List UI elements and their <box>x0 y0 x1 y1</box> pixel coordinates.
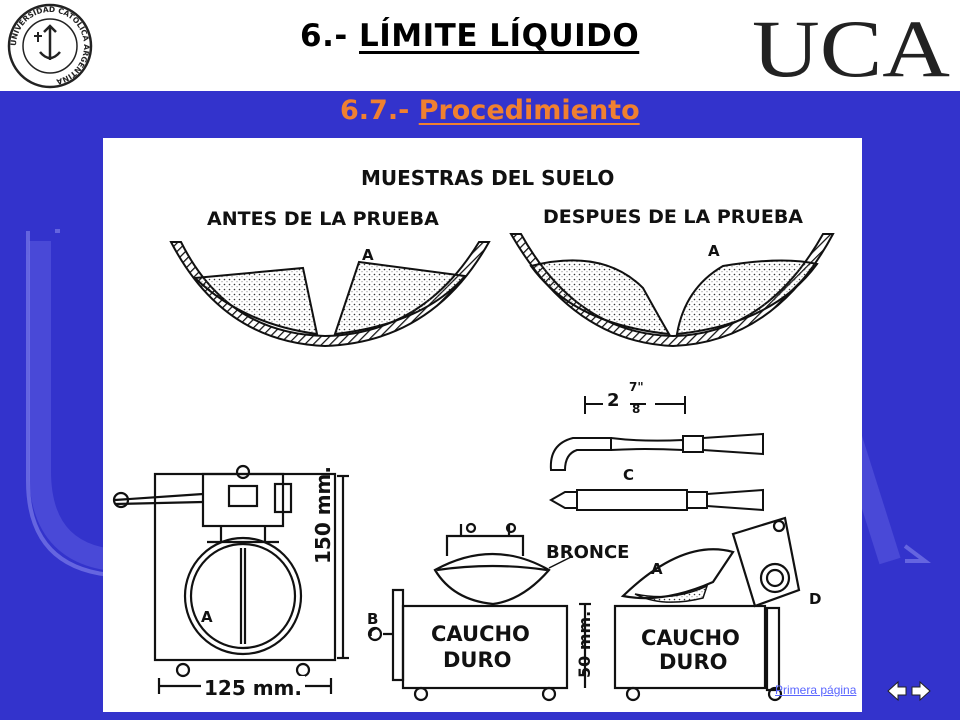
dimension-denominator: 8 <box>632 402 641 416</box>
arrow-left-icon[interactable] <box>886 680 908 702</box>
label-caucho-2: CAUCHO <box>641 626 740 650</box>
label-before-test: ANTES DE LA PRUEBA <box>207 208 439 230</box>
bowl-before <box>169 241 491 348</box>
procedure-figure: MUESTRAS DEL SUELO ANTES DE LA PRUEBA DE… <box>103 138 862 712</box>
apparatus-front-view <box>112 464 349 694</box>
dimension-whole: 2 <box>607 390 620 411</box>
label-a-tilted: A <box>651 560 663 578</box>
label-b: B <box>367 610 379 628</box>
section-prefix: 6.7.- <box>340 95 419 126</box>
figure-heading: MUESTRAS DEL SUELO <box>361 166 615 190</box>
figure-drawing <box>112 233 835 702</box>
first-page-link[interactable]: Primera página <box>775 683 857 697</box>
dimension-125mm: 125 mm. <box>201 676 305 700</box>
dimension-50mm: 50 mm. <box>575 610 594 678</box>
header-bar <box>0 0 960 91</box>
grooving-tool <box>548 432 764 512</box>
arrow-right-icon[interactable] <box>910 680 932 702</box>
label-c: C <box>623 466 635 484</box>
section-underlined: Procedimiento <box>418 95 640 126</box>
label-duro-1: DURO <box>443 648 512 672</box>
title-underlined: LÍMITE LÍQUIDO <box>359 18 640 54</box>
uca-logo: UCA <box>752 6 950 84</box>
label-a-after: A <box>708 242 720 260</box>
university-seal-logo: UNIVERSIDAD CATOLICA ARGENTINA <box>7 3 93 89</box>
dimension-line <box>584 396 686 414</box>
bowl-after <box>509 233 835 348</box>
dimension-150mm: 150 mm. <box>311 466 335 564</box>
label-after-test: DESPUES DE LA PRUEBA <box>543 206 804 228</box>
dimension-numerator: 7" <box>629 380 644 394</box>
label-caucho-1: CAUCHO <box>431 622 530 646</box>
label-a-before: A <box>362 246 374 264</box>
title-prefix: 6.- <box>300 18 360 54</box>
label-duro-2: DURO <box>659 650 728 674</box>
label-d: D <box>809 590 822 608</box>
page-title: 6.- LÍMITE LÍQUIDO <box>300 18 639 54</box>
label-a-dish: A <box>201 608 213 626</box>
apparatus-tilted-view <box>613 516 801 702</box>
section-title: 6.7.- Procedimiento <box>340 95 640 126</box>
apparatus-side-view <box>367 522 591 702</box>
uca-logo-text: UCA <box>752 6 950 84</box>
label-bronze: BRONCE <box>546 542 630 563</box>
